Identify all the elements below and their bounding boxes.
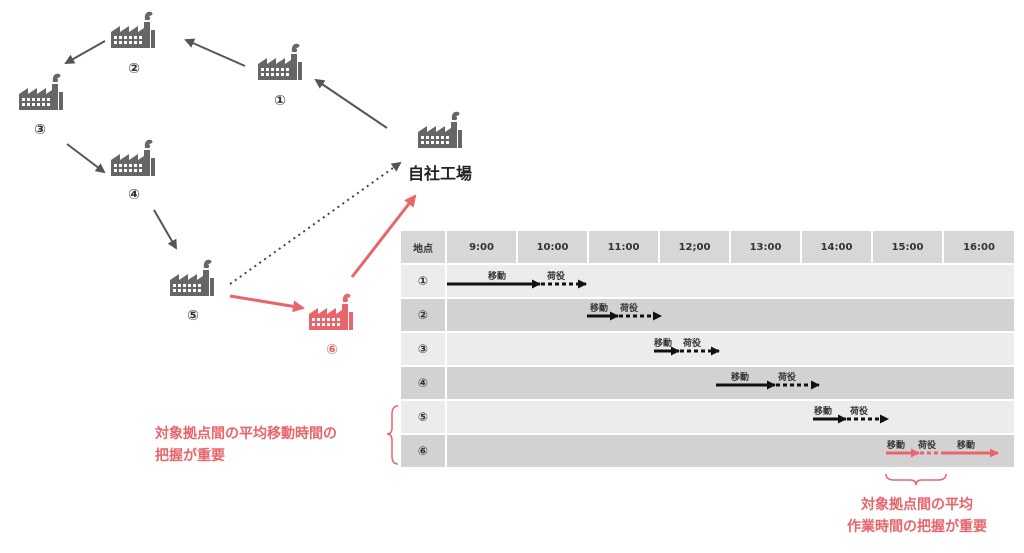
row-lane — [447, 265, 1014, 297]
node-label-3: ③ — [34, 122, 46, 138]
arrow-2-to-3 — [64, 40, 106, 64]
task-label-load: 荷役 — [918, 441, 937, 451]
task-label-load: 荷役 — [620, 304, 639, 314]
table-corner-header: 地点 — [401, 231, 445, 263]
task-label-move: 移動 — [590, 304, 609, 314]
time-header: 16:00 — [944, 231, 1014, 263]
row-label: ④ — [401, 367, 445, 399]
table-row: ③ — [401, 333, 1014, 365]
node-label-5: ⑤ — [187, 308, 199, 324]
schedule-table: 地点 9:00 10:00 11:00 12;00 13:00 14:00 15… — [401, 231, 1014, 467]
note-line: 作業時間の把握が重要 — [847, 519, 987, 535]
node-label-2: ② — [128, 61, 140, 77]
arrow-hq-to-1 — [314, 78, 388, 129]
table-row: ⑤ — [401, 401, 1014, 433]
left-bracket — [386, 405, 399, 465]
time-header: 12;00 — [660, 231, 729, 263]
task-label-move: 移動 — [731, 373, 750, 383]
row-lane — [447, 367, 1014, 399]
time-header: 11:00 — [589, 231, 658, 263]
time-header: 15:00 — [873, 231, 942, 263]
row-label: ⑤ — [401, 401, 445, 433]
arrow-3-to-4 — [66, 143, 106, 174]
task-label-load: 荷役 — [547, 272, 566, 282]
arrow-1-to-2 — [184, 38, 246, 67]
bottom-bracket — [885, 473, 947, 486]
row-lane — [447, 333, 1014, 365]
task-label-move: 移動 — [887, 441, 906, 451]
arrow-4-to-5 — [153, 209, 178, 250]
node-label-1: ① — [274, 93, 286, 109]
row-label: ① — [401, 265, 445, 297]
time-header: 9:00 — [447, 231, 516, 263]
row-label: ② — [401, 299, 445, 331]
row-lane — [447, 401, 1014, 433]
task-label-move: 移動 — [957, 441, 976, 451]
note-line: 対象拠点間の平均移動時間の — [155, 426, 337, 442]
note-line: 把握が重要 — [155, 448, 225, 464]
task-label-move: 移動 — [488, 272, 507, 282]
arrow-5-to-6 — [229, 294, 305, 313]
row-lane — [447, 299, 1014, 331]
row-label: ⑥ — [401, 435, 445, 467]
node-label-4: ④ — [128, 187, 140, 203]
task-label-move: 移動 — [814, 407, 833, 417]
note-line: 対象拠点間の平均 — [861, 497, 973, 513]
row-label: ③ — [401, 333, 445, 365]
arrow-6-to-hq — [350, 194, 417, 278]
time-header: 13:00 — [731, 231, 800, 263]
time-header: 10:00 — [518, 231, 587, 263]
node-label-6: ⑥ — [326, 342, 338, 358]
note-average-work-time: 対象拠点間の平均 作業時間の把握が重要 — [822, 494, 1012, 538]
table-row: ① — [401, 265, 1014, 297]
task-label-load: 荷役 — [778, 373, 797, 383]
task-label-move: 移動 — [654, 339, 673, 349]
table-row: ② — [401, 299, 1014, 331]
table-row: ④ — [401, 367, 1014, 399]
time-header: 14:00 — [802, 231, 871, 263]
task-label-load: 荷役 — [683, 339, 702, 349]
note-average-travel-time: 対象拠点間の平均移動時間の 把握が重要 — [155, 423, 337, 467]
table-row: ⑥ — [401, 435, 1014, 467]
hq-label: 自社工場 — [408, 164, 473, 183]
task-label-load: 荷役 — [850, 407, 869, 417]
